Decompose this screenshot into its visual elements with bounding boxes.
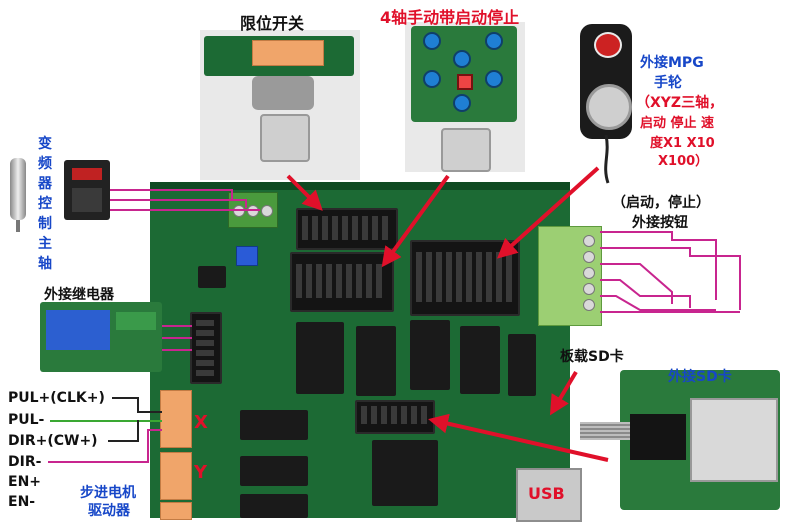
ic-chip (296, 322, 344, 394)
mpg-label-line4: 启动 停止 速 (640, 116, 715, 131)
limit-switch-label: 限位开关 (240, 14, 305, 33)
external-sd-label: 外接SD卡 (668, 369, 732, 385)
handheld-header (290, 252, 394, 312)
spindle-char: 轴 (38, 256, 52, 272)
limit-arrow (286, 174, 323, 211)
relay-header (190, 312, 222, 384)
external-sd-arrow (428, 413, 609, 462)
mpg-label-line6: X100） (658, 154, 709, 169)
potentiometer (236, 246, 258, 266)
external-sd-board (620, 370, 780, 510)
vfd-wire (110, 189, 233, 200)
pul-plus-label: PUL+(CLK+) (8, 390, 105, 406)
ic-chip (356, 326, 396, 396)
mpg-cable (604, 135, 610, 184)
x-axis-terminal (160, 390, 192, 448)
ic-chip (240, 494, 308, 518)
spindle-char: 控 (38, 196, 52, 212)
ic-chip (240, 410, 308, 440)
mpg-arrow (497, 166, 600, 259)
mpg-label-line2: 手轮 (654, 75, 682, 91)
spindle-char: 制 (38, 216, 52, 232)
vfd-inverter-icon (64, 160, 110, 220)
vfd-wire (110, 199, 247, 208)
axis4-handheld-label: 4轴手动带启动停止 (380, 8, 520, 27)
limit-switch-photo (200, 30, 360, 180)
onboard-sd-label: 板载SD卡 (560, 349, 624, 365)
pul-minus-label: PUL- (8, 412, 45, 428)
mcu-chip (372, 440, 438, 506)
external-relay-label: 外接继电器 (44, 287, 114, 303)
spindle-label: 变 频 器 控 制 主 轴 (38, 134, 58, 274)
limit-switch-header (296, 208, 398, 250)
ic-chip (240, 456, 308, 486)
ribbon-cable (580, 422, 630, 440)
ic-chip (198, 266, 226, 288)
stepper-driver-label-line1: 步进电机 (80, 485, 136, 501)
spindle-char: 频 (38, 156, 52, 172)
spindle-char: 器 (38, 176, 52, 192)
dir-minus-wire (48, 429, 162, 463)
spindle-char: 主 (38, 236, 52, 252)
en-minus-label: EN- (8, 494, 36, 510)
y-axis-terminal (160, 452, 192, 500)
mpg-label-line1: 外接MPG (640, 55, 704, 71)
dir-plus-wire (108, 420, 139, 442)
axis-y-label: Y (194, 462, 208, 483)
mpg-label-line5: 度X1 X10 (650, 136, 715, 151)
usb-connector (516, 468, 582, 522)
external-button-label-line2: 外接按钮 (632, 215, 688, 231)
onboard-sd-arrow (549, 370, 578, 416)
ic-chip (460, 326, 500, 394)
en-plus-label: EN+ (8, 474, 42, 490)
external-button-label-line1: （启动，停止） (612, 195, 710, 211)
mpg-label-line3: （XYZ三轴， (636, 95, 724, 111)
stepper-driver-label-line2: 驱动器 (88, 503, 130, 519)
relay-module (40, 302, 162, 372)
spindle-motor-icon (10, 158, 26, 220)
axis4-handheld-photo (405, 22, 525, 172)
ic-chip (508, 334, 536, 396)
handheld-arrow (381, 174, 450, 268)
dir-minus-label: DIR- (8, 454, 42, 470)
spindle-char: 变 (38, 136, 52, 152)
mpg-pendant-photo (580, 24, 632, 139)
axis-x-label: X (194, 412, 208, 433)
external-button-terminal (538, 226, 602, 326)
ic-chip (410, 320, 450, 390)
pul-plus-wire (112, 397, 162, 413)
dir-plus-label: DIR+(CW+) (8, 433, 98, 449)
usb-label: USB (528, 484, 565, 503)
